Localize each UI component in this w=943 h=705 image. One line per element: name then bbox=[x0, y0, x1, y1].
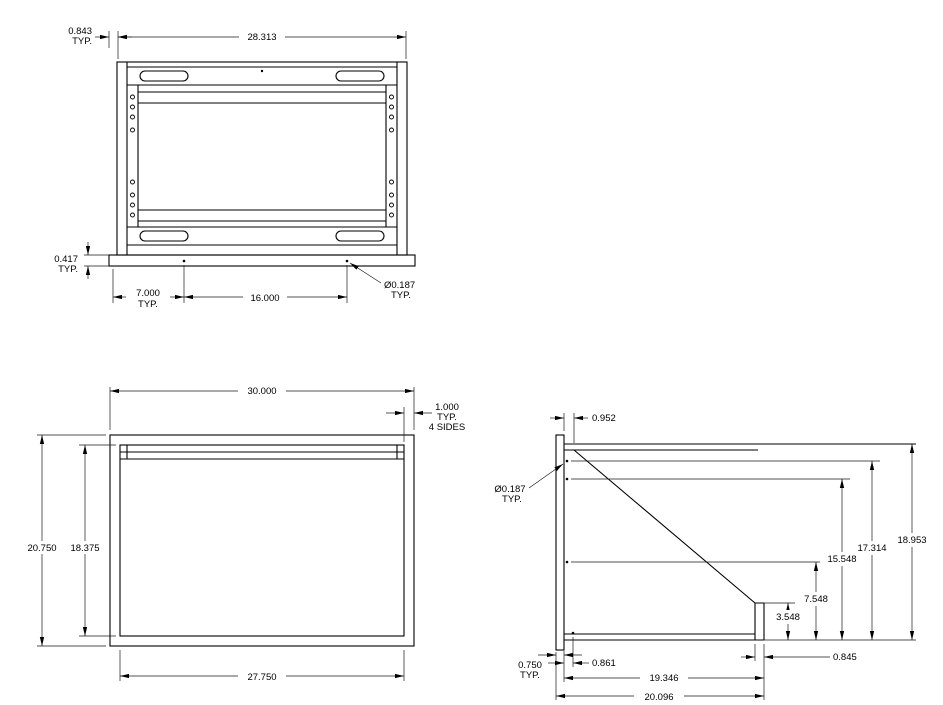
plan-view-dimensions: 30.000 1.000 TYP. 4 SIDES 20.750 18.375 … bbox=[20, 384, 465, 683]
dim-side-panel-thickness-typ: TYP. bbox=[520, 670, 540, 681]
plan-outer-outline bbox=[109, 434, 415, 647]
slot-cutout bbox=[139, 230, 189, 242]
side-view-geometry bbox=[555, 434, 916, 651]
slot-cutout bbox=[335, 230, 385, 242]
dim-side-depth-overall: 20.096 bbox=[644, 692, 673, 703]
front-view: 28.313 0.843 TYP. 0.417 TYP. 7.000 TYP. … bbox=[54, 26, 416, 311]
plan-inner-outline bbox=[119, 444, 405, 637]
side-extension-lines bbox=[555, 413, 916, 700]
dim-front-overhang: 0.843 bbox=[68, 26, 92, 37]
front-view-geometry bbox=[108, 61, 416, 267]
dim-plan-overall-depth: 20.750 bbox=[27, 543, 56, 554]
dim-side-height-flange: 3.548 bbox=[776, 612, 800, 623]
dim-plan-overall-width: 30.000 bbox=[247, 386, 276, 397]
side-front-panel bbox=[555, 434, 565, 651]
dim-front-base-thickness: 0.417 bbox=[54, 254, 78, 265]
dim-side-height-lower: 7.548 bbox=[804, 594, 828, 605]
dim-side-top-inset: 0.952 bbox=[592, 413, 616, 424]
dim-side-hole-dia-typ: TYP. bbox=[502, 494, 522, 505]
dim-front-hole-dia: Ø0.187 bbox=[384, 280, 415, 291]
front-body-outline bbox=[116, 61, 408, 256]
dim-front-base-thickness-typ: TYP. bbox=[58, 264, 78, 275]
plan-view-geometry bbox=[109, 434, 415, 647]
plan-extension-lines bbox=[37, 387, 415, 681]
side-view: 0.952 Ø0.187 TYP. 18.953 17.314 15.548 7… bbox=[494, 413, 936, 703]
plan-top-rail bbox=[120, 445, 404, 460]
slot-cutout bbox=[335, 70, 385, 82]
dim-front-hole-offset: 7.000 bbox=[136, 288, 160, 299]
dim-side-height-mid: 15.548 bbox=[827, 554, 856, 565]
dim-front-hole-offset-typ: TYP. bbox=[138, 299, 158, 310]
front-hole-centers bbox=[182, 69, 349, 263]
dim-front-hole-spacing: 16.000 bbox=[250, 293, 279, 304]
leader-side-hole-dia bbox=[528, 463, 564, 489]
dim-side-height-overall: 18.953 bbox=[897, 535, 926, 546]
dim-front-overhang-typ: TYP. bbox=[72, 36, 92, 47]
leader-hole-dia bbox=[349, 262, 382, 284]
dim-plan-wall-sides: 4 SIDES bbox=[429, 422, 465, 433]
side-hole-centers bbox=[565, 459, 575, 635]
dim-side-depth-panel: 19.346 bbox=[649, 673, 678, 684]
front-view-dimensions: 28.313 0.843 TYP. 0.417 TYP. 7.000 TYP. … bbox=[54, 26, 415, 311]
dim-side-hole-dia: Ø0.187 bbox=[494, 484, 525, 495]
dim-plan-wall-typ: TYP. bbox=[437, 412, 457, 423]
dim-front-width: 28.313 bbox=[247, 32, 276, 43]
front-rail-holes bbox=[130, 94, 394, 218]
dim-side-height-upper: 17.314 bbox=[857, 543, 886, 554]
dim-front-hole-dia-typ: TYP. bbox=[391, 290, 411, 301]
dim-plan-inner-depth: 18.375 bbox=[70, 543, 99, 554]
dim-side-panel-thickness: 0.750 bbox=[518, 660, 542, 671]
dim-plan-inner-width: 27.750 bbox=[247, 672, 276, 683]
side-view-dimensions: 0.952 Ø0.187 TYP. 18.953 17.314 15.548 7… bbox=[494, 413, 936, 703]
slot-cutout bbox=[139, 70, 189, 82]
dim-side-flange-width: 0.845 bbox=[833, 652, 857, 663]
front-base-plate bbox=[108, 254, 416, 267]
front-extension-lines bbox=[84, 31, 407, 303]
dim-plan-wall-thickness: 1.000 bbox=[435, 402, 459, 413]
front-internal-lines bbox=[126, 62, 398, 255]
plan-view: 30.000 1.000 TYP. 4 SIDES 20.750 18.375 … bbox=[20, 384, 465, 683]
front-slot-cutouts bbox=[139, 70, 385, 242]
dim-side-hole-offset: 0.861 bbox=[592, 658, 616, 669]
side-panel-outline bbox=[564, 443, 916, 641]
